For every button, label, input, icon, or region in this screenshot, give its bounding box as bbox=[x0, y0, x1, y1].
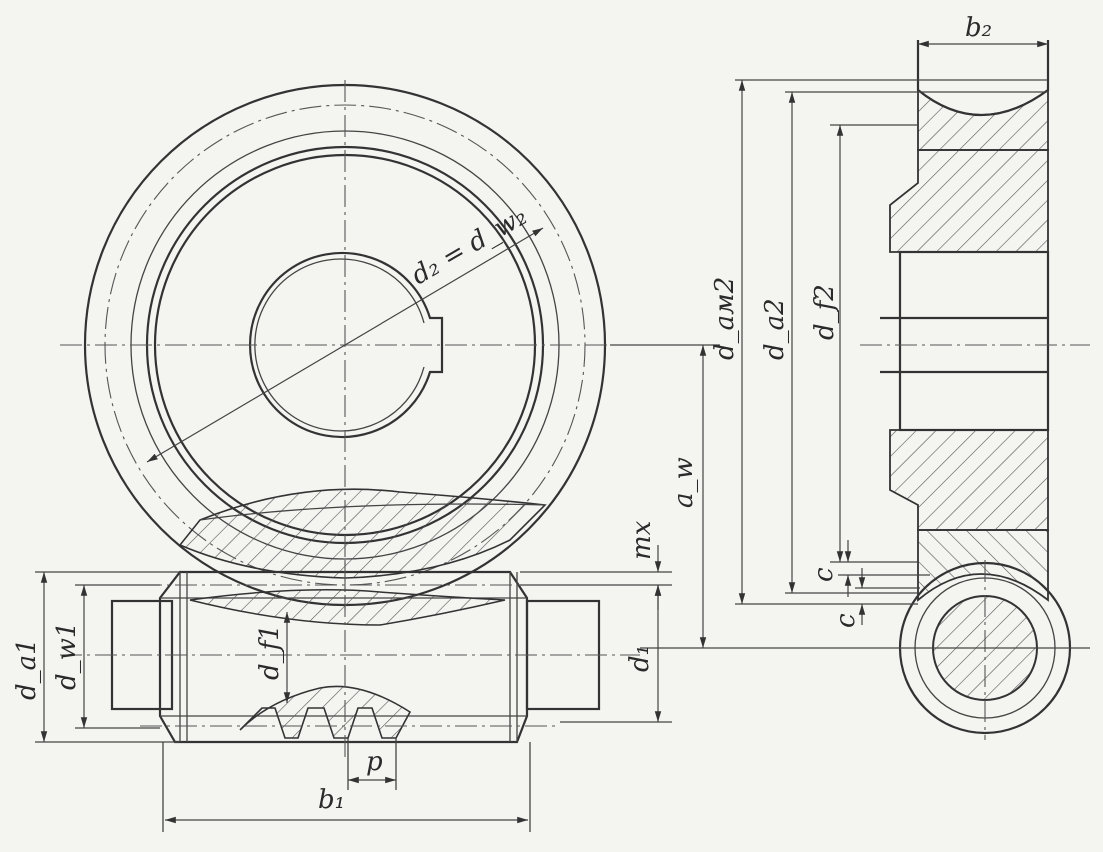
label-c-upper: c bbox=[809, 567, 839, 582]
label-df1: d_f1 bbox=[255, 624, 285, 680]
label-aw: a_w bbox=[669, 457, 699, 508]
label-mx: mx bbox=[627, 520, 657, 560]
label-d1: d₁ bbox=[625, 645, 655, 672]
label-p: p bbox=[366, 747, 383, 777]
label-df2: d_f2 bbox=[810, 284, 840, 340]
label-c-lower: c bbox=[831, 613, 861, 628]
worm-wheel-section-view bbox=[860, 40, 1090, 740]
label-b1: b₁ bbox=[318, 785, 345, 815]
label-b2: b₂ bbox=[965, 13, 992, 43]
label-da2: d_a2 bbox=[760, 298, 790, 360]
worm-side-view bbox=[60, 560, 640, 760]
label-dam2: d_aм2 bbox=[710, 277, 740, 360]
label-dw1: d_w1 bbox=[52, 622, 82, 690]
worm-wheel-front-view bbox=[60, 80, 700, 610]
dimensions bbox=[35, 40, 1090, 832]
label-da1: d_a1 bbox=[12, 638, 42, 700]
